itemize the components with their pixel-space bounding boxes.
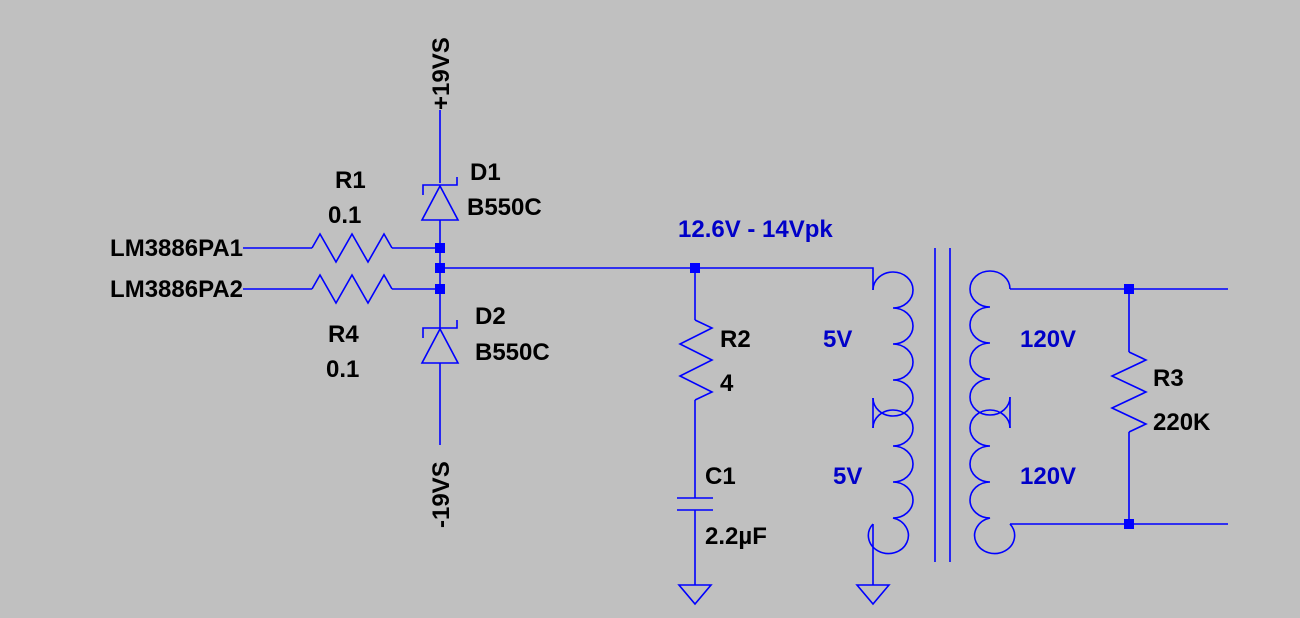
d1-value-label: B550C xyxy=(467,194,542,221)
c1-ref-label: C1 xyxy=(705,463,736,490)
d1-ref-label: D1 xyxy=(470,159,501,186)
net-label-vpos: +19VS xyxy=(428,37,455,110)
net-label-secondary-voltage: 12.6V - 14Vpk xyxy=(678,216,833,243)
primary-bottom-winding-label: 120V xyxy=(1020,463,1076,490)
r3-ref-label: R3 xyxy=(1153,365,1184,392)
transformer-primary-coil xyxy=(969,270,1016,555)
secondary-top-winding-label: 5V xyxy=(823,326,852,353)
r3-value-label: 220K xyxy=(1153,409,1211,436)
c1-value-label: 2.2µF xyxy=(705,523,767,550)
net-label-input1: LM3886PA1 xyxy=(110,235,243,262)
ground-symbol-transformer xyxy=(855,584,891,606)
d2-ref-label: D2 xyxy=(475,303,506,330)
junction-node xyxy=(435,284,445,294)
junction-node xyxy=(435,243,445,253)
r1-value-label: 0.1 xyxy=(328,202,361,229)
resistor-r1-symbol xyxy=(311,232,393,264)
capacitor-c1-symbol xyxy=(677,497,713,511)
diode-d1-symbol xyxy=(420,177,460,248)
junction-node xyxy=(1124,284,1134,294)
net-label-input2: LM3886PA2 xyxy=(110,276,243,303)
transformer-secondary-coil xyxy=(867,271,914,555)
junction-node xyxy=(690,263,700,273)
primary-top-winding-label: 120V xyxy=(1020,326,1076,353)
resistor-r2-symbol xyxy=(678,319,714,401)
junction-node xyxy=(1124,519,1134,529)
resistor-r4-symbol xyxy=(311,273,393,305)
r2-value-label: 4 xyxy=(720,370,734,397)
output-bus-wire xyxy=(440,267,874,290)
r2-ref-label: R2 xyxy=(720,326,751,353)
d2-value-label: B550C xyxy=(475,339,550,366)
transformer-core xyxy=(934,248,951,562)
r4-ref-label: R4 xyxy=(328,321,359,348)
diode-d2-symbol xyxy=(420,289,460,364)
resistor-r3-symbol xyxy=(1110,351,1148,433)
ground-symbol-c1 xyxy=(677,584,713,606)
r1-ref-label: R1 xyxy=(335,167,366,194)
secondary-bottom-winding-label: 5V xyxy=(833,463,862,490)
junction-node xyxy=(435,263,445,273)
net-label-vneg: -19VS xyxy=(428,461,455,528)
r4-value-label: 0.1 xyxy=(326,356,359,383)
